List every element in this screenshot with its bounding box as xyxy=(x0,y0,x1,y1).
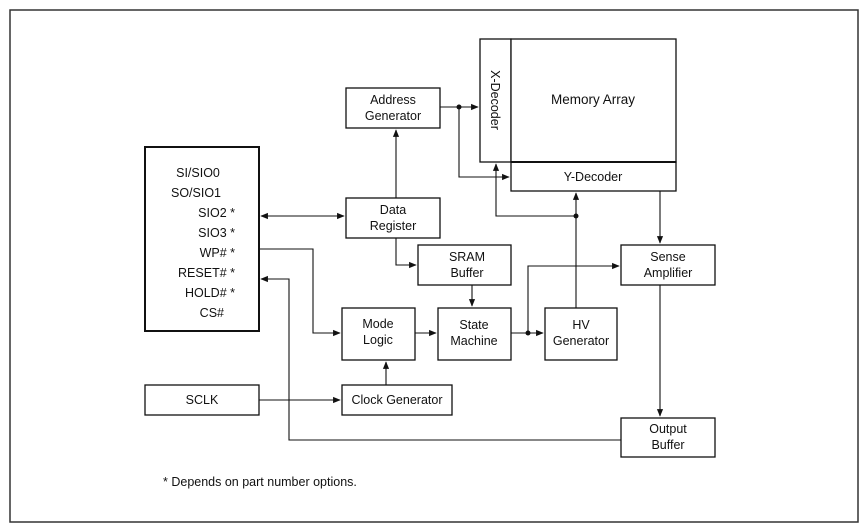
svg-text:Address: Address xyxy=(370,93,416,107)
svg-text:Mode: Mode xyxy=(362,317,393,331)
state-to-sense-arrow xyxy=(527,262,620,333)
svg-text:Amplifier: Amplifier xyxy=(644,266,693,280)
pin-label: HOLD# * xyxy=(185,286,235,300)
sclk-block: SCLK xyxy=(144,384,260,416)
svg-text:Logic: Logic xyxy=(363,333,393,347)
output-buffer-block: Output Buffer xyxy=(620,417,716,458)
junction-dot xyxy=(573,213,579,219)
svg-text:SCLK: SCLK xyxy=(186,393,219,407)
outer-border xyxy=(9,9,859,523)
svg-text:Memory Array: Memory Array xyxy=(551,92,635,107)
x-decoder-block: X-Decoder xyxy=(479,38,512,163)
pin-label: RESET# * xyxy=(178,266,235,280)
svg-text:SRAM: SRAM xyxy=(449,250,485,264)
pins-to-mode-arrow xyxy=(259,248,341,337)
svg-text:Data: Data xyxy=(380,203,406,217)
output-to-pins-arrow xyxy=(260,275,621,441)
svg-text:Clock Generator: Clock Generator xyxy=(351,393,442,407)
data-register-block: Data Register xyxy=(345,197,441,239)
junction-dot xyxy=(525,330,531,336)
svg-text:Y-Decoder: Y-Decoder xyxy=(564,170,623,184)
address-generator-block: Address Generator xyxy=(345,87,441,129)
svg-text:Generator: Generator xyxy=(553,334,609,348)
clock-generator-block: Clock Generator xyxy=(341,384,453,416)
sram-buffer-block: SRAM Buffer xyxy=(417,244,512,286)
hv-to-xdecoder-arrow xyxy=(492,163,576,217)
svg-text:Register: Register xyxy=(370,219,417,233)
svg-text:Buffer: Buffer xyxy=(651,438,684,452)
pin-label: WP# * xyxy=(200,246,236,260)
svg-text:Output: Output xyxy=(649,422,687,436)
state-machine-block: State Machine xyxy=(437,307,512,361)
svg-text:HV: HV xyxy=(572,318,590,332)
svg-text:Buffer: Buffer xyxy=(450,266,483,280)
svg-text:State: State xyxy=(459,318,488,332)
pin-block: SI/SIO0 SO/SIO1 SIO2 * SIO3 * WP# * RESE… xyxy=(144,146,260,332)
sense-amplifier-block: Sense Amplifier xyxy=(620,244,716,286)
svg-text:X-Decoder: X-Decoder xyxy=(488,70,502,130)
pin-label: SIO2 * xyxy=(198,206,235,220)
mode-logic-block: Mode Logic xyxy=(341,307,416,361)
pin-label: SI/SIO0 xyxy=(176,166,220,180)
y-decoder-block: Y-Decoder xyxy=(510,161,677,192)
hv-generator-block: HV Generator xyxy=(544,307,618,361)
svg-text:Sense: Sense xyxy=(650,250,685,264)
svg-text:Machine: Machine xyxy=(450,334,497,348)
pin-label: CS# xyxy=(200,306,224,320)
pin-label: SIO3 * xyxy=(198,226,235,240)
pin-label: SO/SIO1 xyxy=(171,186,221,200)
connectors xyxy=(259,103,664,441)
address-to-ydecoder-arrow xyxy=(458,107,510,181)
junction-dot xyxy=(456,104,462,110)
svg-text:Generator: Generator xyxy=(365,109,421,123)
memory-array-block: Memory Array xyxy=(510,38,677,163)
data-register-to-sram-arrow xyxy=(395,238,417,269)
footnote: * Depends on part number options. xyxy=(163,475,357,489)
